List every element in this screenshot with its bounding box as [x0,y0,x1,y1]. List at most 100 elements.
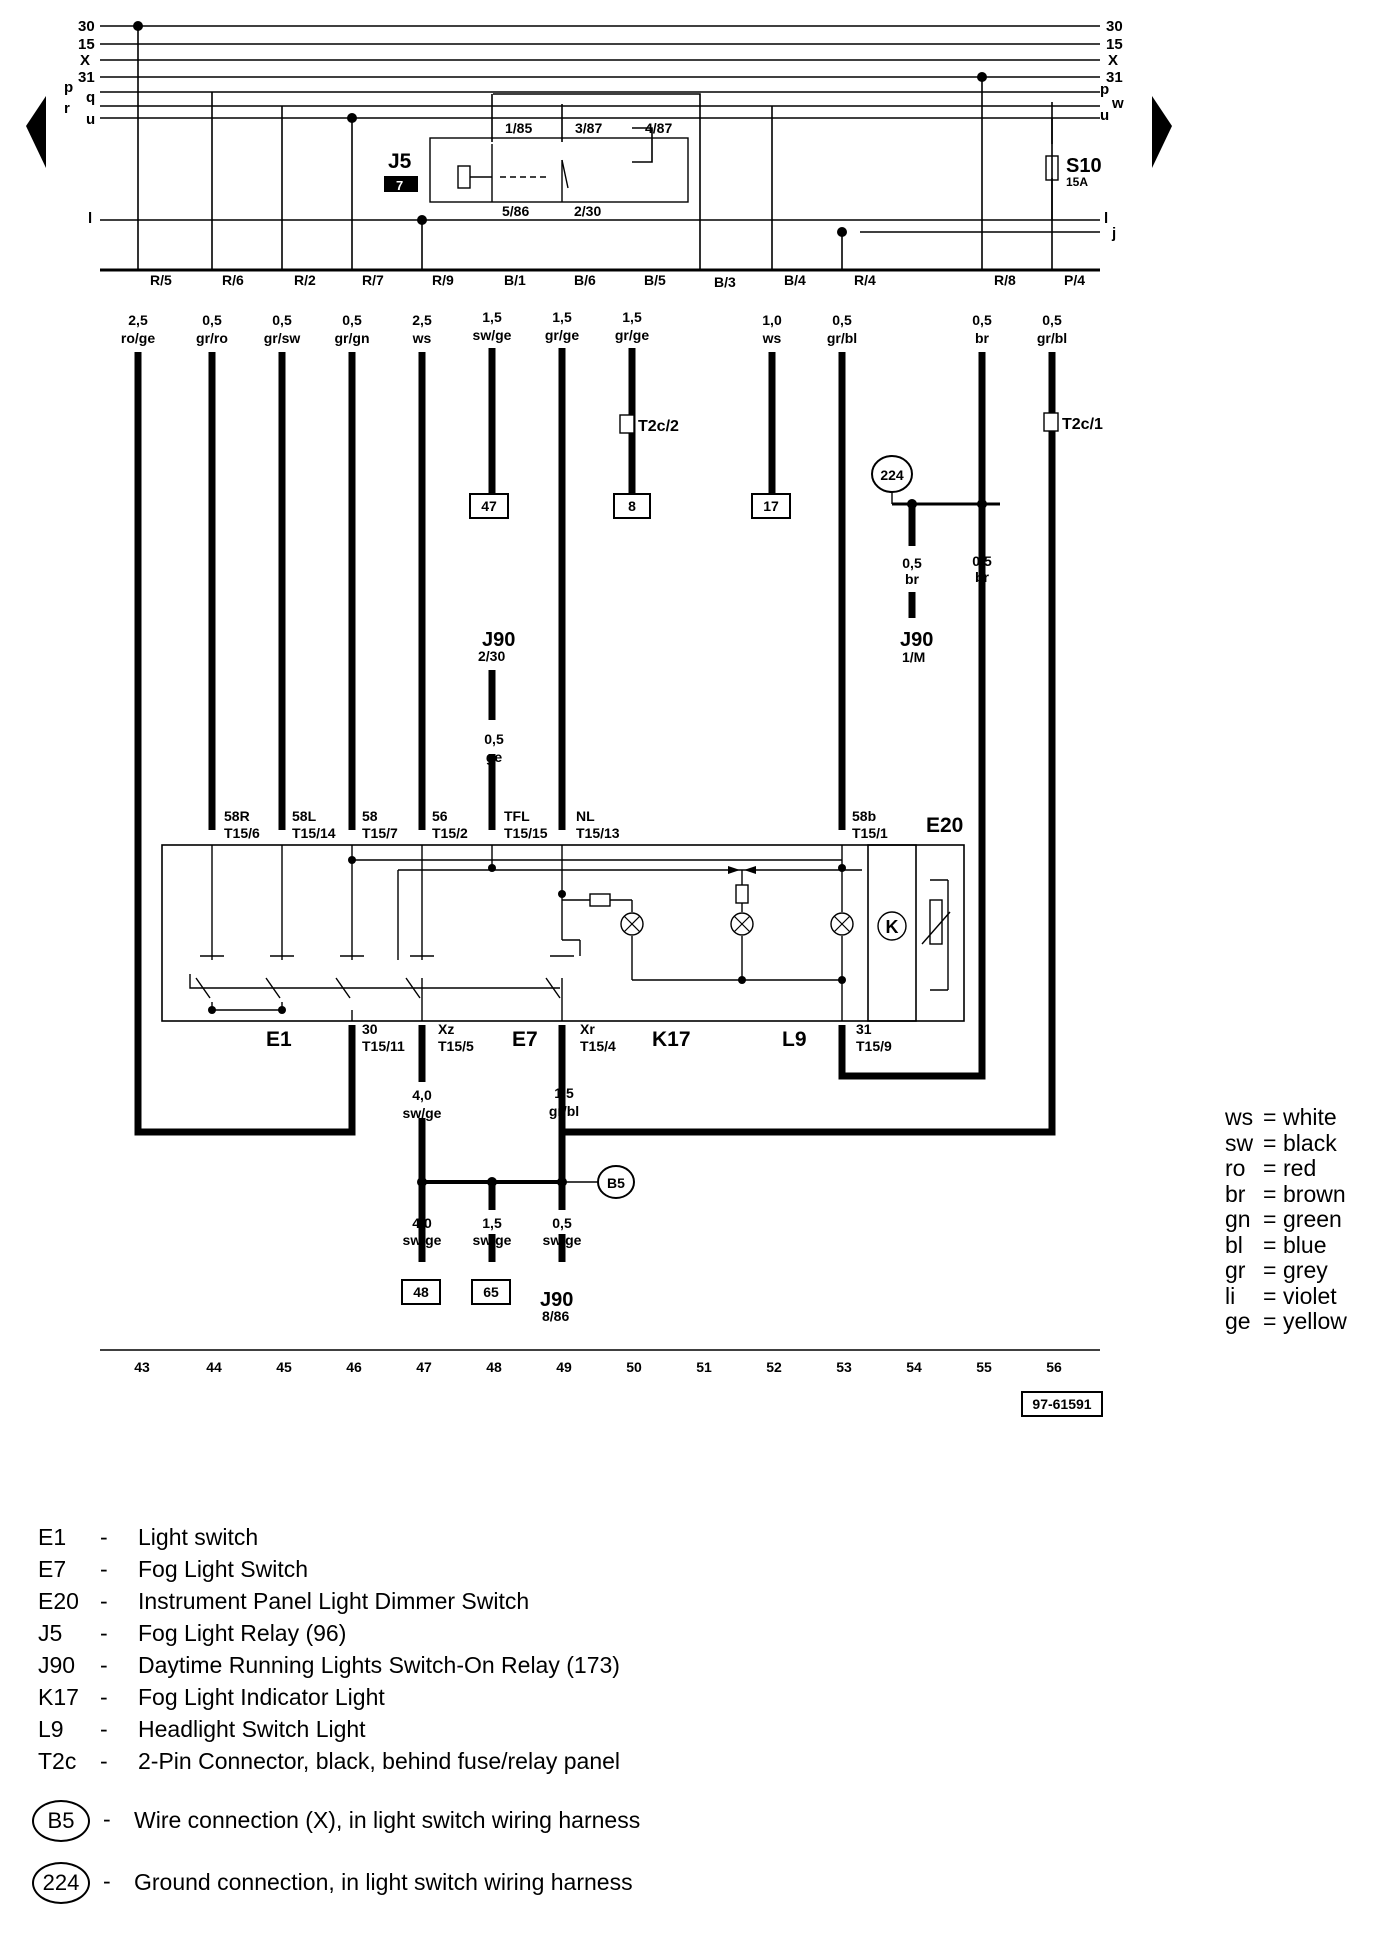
diagram-shape [493,93,701,270]
connector-label: T2c/1 [1062,416,1103,433]
bus-label: 31 [1106,69,1123,86]
legend-text: brown [1283,1180,1346,1207]
component-row: E20-Instrument Panel Light Dimmer Switch [38,1588,620,1620]
legend-text: - [100,1652,108,1678]
component-label: E20 [926,814,963,837]
legend-row: gr =grey [1225,1257,1347,1284]
diagram-shape [632,127,653,163]
diagram-label: 1/M [902,649,925,665]
diagram-label: T15/9 [856,1038,892,1054]
diagram-label: R/5 [150,272,172,288]
diagram-label: B5 [607,1175,625,1191]
bus-label: u [1100,107,1109,124]
diagram-shape [335,977,351,999]
diagram-shape [619,414,635,434]
diagram-label: 2/30 [478,648,505,664]
legend-text: = [1263,1257,1277,1283]
legend-text: K17 [38,1684,79,1710]
bus-label: r [64,100,70,117]
legend-text: = [1263,1282,1277,1309]
bottom-wire-specs: 4,0sw/ge 1,5gr/bl [403,1085,580,1121]
diagram-label: gr/ge [615,327,649,343]
diagram-label: K [886,917,899,937]
diagram-label: B/3 [714,274,736,290]
wire-color-legend: ws=white sw=black ro=red br=brown gn=gre… [1225,1104,1347,1335]
diagram-label: R/9 [432,272,454,288]
diagram-shape [837,227,847,237]
legend-text: - [100,1716,108,1742]
diagram-label: sw/ge [543,1232,582,1248]
diagram-label: 1,5 [482,309,502,325]
diagram-shape [561,159,569,189]
ground-224: 224 0,5 br 0,5 br J90 1/M [871,455,1000,665]
legend-text: = [1263,1155,1277,1181]
page-back-arrow-icon[interactable] [26,96,46,168]
legend-text: - [100,1588,108,1614]
diagram-label: 0,5 [1042,312,1062,328]
diagram-shape [623,915,851,933]
diagram-label: T15/5 [438,1038,474,1054]
legend-text: black [1283,1129,1337,1156]
diagram-shape [877,911,907,941]
legend-text: grey [1283,1257,1328,1283]
connector-t2c: T2c/2 T2c/1 [619,412,1103,435]
component-label: K17 [652,1028,691,1051]
diagram-label: Xz [438,1021,454,1037]
diagram-label: 2,5 [412,312,432,328]
junction-symbol: B5 [32,1800,90,1842]
diagram-shape [751,493,791,519]
diagram-label: T15/6 [224,825,260,841]
diagram-label: br [975,330,990,346]
relay-number: 7 [396,178,403,193]
legend-text: gr [1225,1257,1246,1283]
legend-text: - [103,1806,111,1832]
diagram-label: 0,5 [902,555,922,571]
bus-label: p [64,79,73,96]
diagram-shape [471,1279,511,1305]
diagram-shape [384,176,418,192]
legend-text: violet [1283,1282,1337,1309]
legend-text: E1 [38,1524,67,1550]
diagram-shape [401,1279,441,1305]
bus-label: X [1108,52,1118,69]
diagram-label: ge [486,749,503,765]
diagram-shape [838,864,846,872]
wiring-diagram: 30 15 X 31 p q r u 30 15 X 31 p w u l l … [26,18,1172,1417]
legend-text: - [100,1620,108,1646]
bus-label: 31 [78,69,95,86]
legend-text: = [1263,1104,1277,1130]
ground-symbol: 224 [32,1862,90,1904]
diagram-label: 44 [206,1359,222,1375]
legend-row: ge=yellow [1225,1308,1347,1335]
diagram-shape [597,1165,635,1199]
header-bus-labels: 30 15 X 31 p q r u 30 15 X 31 p w u l l … [64,18,1124,242]
legend-text: bl [1225,1231,1243,1258]
bus-label: j [1111,225,1116,242]
diagram-label: T15/13 [576,825,620,841]
legend-text: ws [1225,1104,1254,1130]
diagram-label: 54 [906,1359,922,1375]
scale-numbers: 43 44 45 46 47 48 49 50 51 52 53 54 55 5… [134,1359,1062,1375]
diagram-label: 48 [413,1284,429,1300]
diagram-label: R/2 [294,272,316,288]
diagram-label: gr/bl [827,330,857,346]
page-forward-arrow-icon[interactable] [1152,96,1172,168]
j90-top: J90 2/30 0,5 ge [478,629,515,765]
diagram-label: B/1 [504,272,526,288]
legend-text: Wire connection (X), in light switch wir… [134,1807,641,1833]
diagram-label: B/5 [644,272,666,288]
bus-label: l [1104,210,1108,227]
diagram-shape [195,977,211,999]
legend-text: = [1263,1129,1277,1156]
diagram-shape [348,856,356,864]
diagram-shape [457,165,471,189]
diagram-label: B/4 [784,272,806,288]
diagram-label: 4,0 [412,1087,432,1103]
diagram-label: 224 [880,467,904,483]
diagram-shape [613,493,651,519]
component-row: L9-Headlight Switch Light [38,1716,620,1748]
diagram-label: 0,5 [972,553,992,569]
component-row: E1-Light switch [38,1524,620,1556]
legend-text: J90 [38,1652,76,1678]
header-bus-lines [100,25,1100,233]
